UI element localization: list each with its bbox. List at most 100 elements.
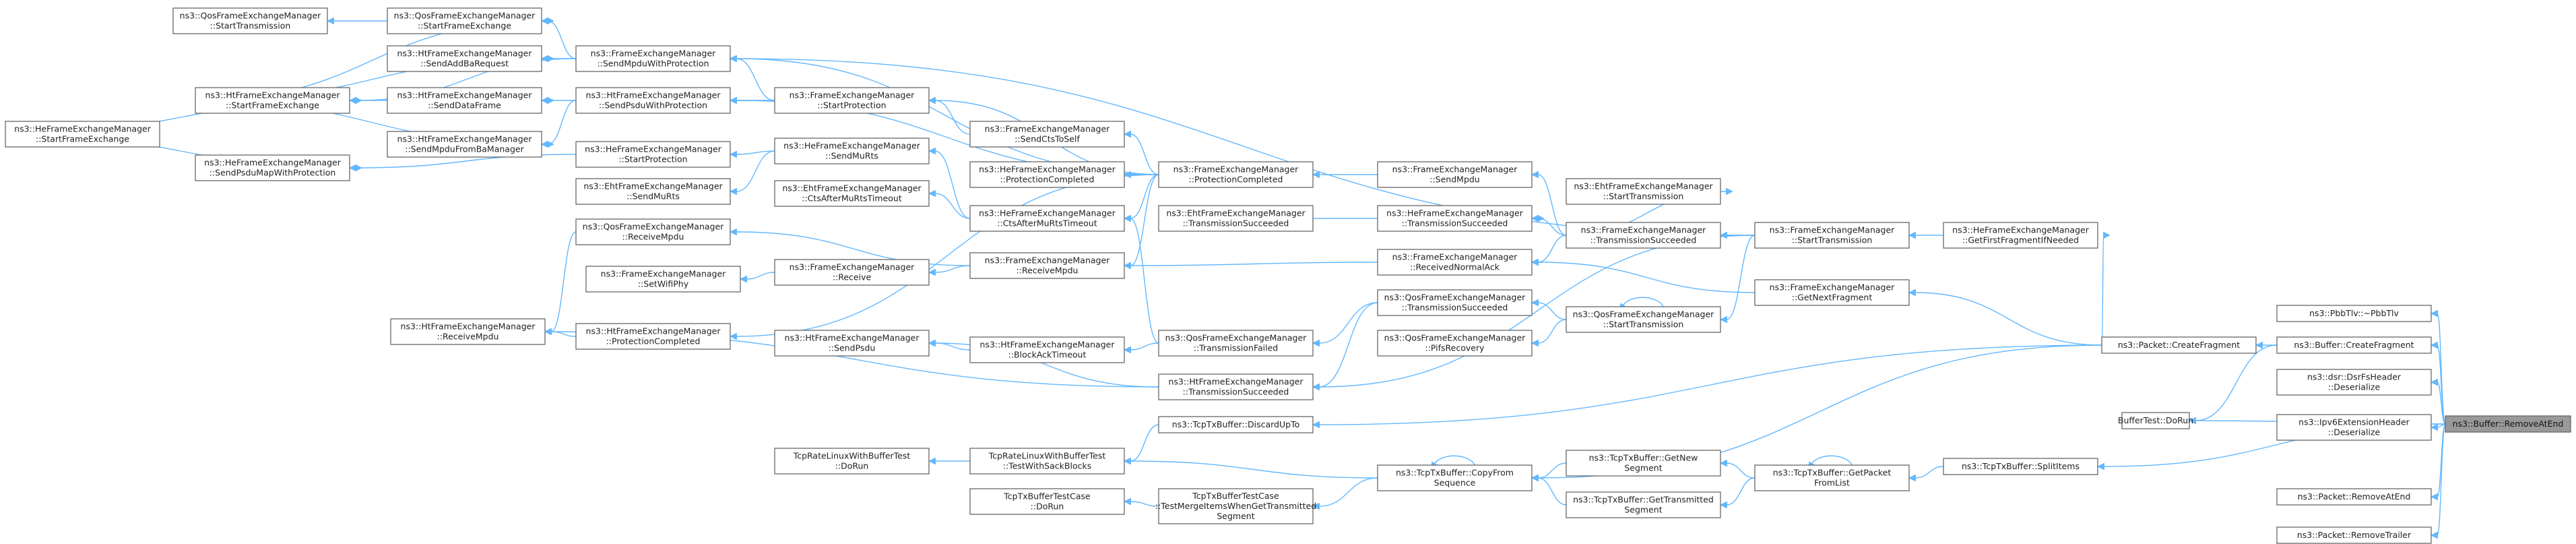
node-label-line: ns3::EhtFrameExchangeManager xyxy=(782,183,922,193)
node-qosframeexchangemanager-startframeexchange[interactable]: ns3::QosFrameExchangeManager::StartFrame… xyxy=(387,7,542,34)
node-box xyxy=(2276,336,2432,354)
node-pbbtlv-pbbtlv[interactable]: ns3::PbbTlv::~PbbTlv xyxy=(2276,305,2432,322)
node-htframeexchangemanager-blockacktimeout[interactable]: ns3::HtFrameExchangeManager::BlockAckTim… xyxy=(969,336,1125,363)
node-frameexchangemanager-receivednormalack[interactable]: ns3::FrameExchangeManager::ReceivedNorma… xyxy=(1377,249,1533,276)
node-qosframeexchangemanager-receivempdu[interactable]: ns3::QosFrameExchangeManager::ReceiveMpd… xyxy=(575,218,731,245)
node-frameexchangemanager-sendmpduwithprotection[interactable]: ns3::FrameExchangeManager::SendMpduWithP… xyxy=(575,45,731,72)
call-edge xyxy=(2437,313,2446,425)
node-label-line: ::SendMuRts xyxy=(825,151,878,161)
node-ipv6extensionheader-deserialize[interactable]: ns3::Ipv6ExtensionHeader::Deserialize xyxy=(2276,414,2432,441)
node-qosframeexchangemanager-transmissionsucceeded[interactable]: ns3::QosFrameExchangeManager::Transmissi… xyxy=(1377,289,1533,316)
node-heframeexchangemanager-sendpsdumapwithprotection[interactable]: ns3::HeFrameExchangeManager::SendPsduMap… xyxy=(195,154,350,181)
node-qosframeexchangemanager-starttransmission[interactable]: ns3::QosFrameExchangeManager::StartTrans… xyxy=(1566,306,1721,333)
call-edge xyxy=(1130,218,1159,344)
node-tcpratelinuxwithbuffertest-testwithsackblocks[interactable]: TcpRateLinuxWithBufferTest::TestWithSack… xyxy=(969,448,1125,475)
node-tcptxbuffertestcase-dorun[interactable]: TcpTxBufferTestCase::DoRun xyxy=(969,488,1125,515)
node-htframeexchangemanager-transmissionsucceeded[interactable]: ns3::HtFrameExchangeManager::Transmissio… xyxy=(1158,373,1314,400)
node-ehtframeexchangemanager-starttransmission[interactable]: ns3::EhtFrameExchangeManager::StartTrans… xyxy=(1566,178,1721,205)
node-label-line: FromList xyxy=(1814,478,1850,488)
node-label-line: ns3::FrameExchangeManager xyxy=(1770,282,1895,293)
node-ehtframeexchangemanager-sendmurts[interactable]: ns3::EhtFrameExchangeManager::SendMuRts xyxy=(575,178,731,205)
node-box xyxy=(172,7,328,34)
node-label-line: ::ProtectionCompleted xyxy=(606,336,701,346)
node-ehtframeexchangemanager-transmissionsucceeded[interactable]: ns3::EhtFrameExchangeManager::Transmissi… xyxy=(1158,205,1314,232)
node-label-line: ns3::QosFrameExchangeManager xyxy=(1573,309,1714,320)
node-box xyxy=(774,138,930,164)
node-frameexchangemanager-sendctstoself[interactable]: ns3::FrameExchangeManager::SendCtsToSelf xyxy=(969,121,1125,148)
node-box xyxy=(2276,526,2432,544)
node-frameexchangemanager-setwifiphy[interactable]: ns3::FrameExchangeManager::SetWifiPhy xyxy=(585,266,741,293)
node-ehtframeexchangemanager-ctsaftermurtstimeout[interactable]: ns3::EhtFrameExchangeManager::CtsAfterMu… xyxy=(774,180,930,207)
node-dsr-dsrfsheader-deserialize[interactable]: ns3::dsr::DsrFsHeader::Deserialize xyxy=(2276,369,2432,396)
node-box xyxy=(1158,205,1314,232)
node-box xyxy=(774,87,930,114)
node-tcptxbuffertestcase-testmergeitemswhengettransmitted-segment[interactable]: TcpTxBufferTestCase::TestMergeItemsWhenG… xyxy=(1155,488,1316,524)
node-htframeexchangemanager-sendpsdu[interactable]: ns3::HtFrameExchangeManager::SendPsdu xyxy=(774,330,930,357)
node-label-line: ns3::QosFrameExchangeManager xyxy=(583,222,724,232)
node-tcptxbuffer-splititems[interactable]: ns3::TcpTxBuffer::SplitItems xyxy=(1943,458,2098,475)
node-qosframeexchangemanager-pifsrecovery[interactable]: ns3::QosFrameExchangeManager::PifsRecove… xyxy=(1377,330,1533,357)
call-edge xyxy=(1915,293,2102,346)
node-htframeexchangemanager-sendpsduwithprotection[interactable]: ns3::HtFrameExchangeManager::SendPsduWit… xyxy=(575,87,731,114)
call-edge xyxy=(1319,302,1378,387)
node-label-line: ns3::QosFrameExchangeManager xyxy=(180,11,321,21)
call-edge xyxy=(1812,455,1853,465)
node-label-line: ::StartTransmission xyxy=(210,21,291,31)
call-edge xyxy=(1130,174,1159,266)
node-heframeexchangemanager-startprotection[interactable]: ns3::HeFrameExchangeManager::StartProtec… xyxy=(575,141,731,168)
node-qosframeexchangemanager-transmissionfailed[interactable]: ns3::QosFrameExchangeManager::Transmissi… xyxy=(1158,330,1314,357)
node-tcptxbuffer-discardupto[interactable]: ns3::TcpTxBuffer::DiscardUpTo xyxy=(1158,416,1314,433)
node-htframeexchangemanager-sendmpdufrombamanager[interactable]: ns3::HtFrameExchangeManager::SendMpduFro… xyxy=(387,131,542,158)
call-edge xyxy=(1727,463,1756,479)
node-htframeexchangemanager-sendaddbarequest[interactable]: ns3::HtFrameExchangeManager::SendAddBaRe… xyxy=(387,45,542,72)
node-box xyxy=(575,45,731,72)
node-box xyxy=(1943,458,2098,475)
node-heframeexchangemanager-getfirstfragmentifneeded[interactable]: ns3::HeFrameExchangeManager::GetFirstFra… xyxy=(1943,222,2098,249)
node-box xyxy=(969,336,1125,363)
node-qosframeexchangemanager-starttransmission[interactable]: ns3::QosFrameExchangeManager::StartTrans… xyxy=(172,7,328,34)
call-edge xyxy=(1319,302,1378,343)
node-heframeexchangemanager-startframeexchange[interactable]: ns3::HeFrameExchangeManager::StartFrameE… xyxy=(5,121,160,148)
node-frameexchangemanager-getnextfragment[interactable]: ns3::FrameExchangeManager::GetNextFragme… xyxy=(1754,279,1910,306)
node-buffertest-dorun[interactable]: BufferTest::DoRun xyxy=(2118,412,2193,429)
node-heframeexchangemanager-protectioncompleted[interactable]: ns3::HeFrameExchangeManager::ProtectionC… xyxy=(969,161,1125,188)
node-htframeexchangemanager-startframeexchange[interactable]: ns3::HtFrameExchangeManager::StartFrameE… xyxy=(195,87,350,114)
node-label-line: ::SendPsduMapWithProtection xyxy=(210,168,336,178)
node-frameexchangemanager-protectioncompleted[interactable]: ns3::FrameExchangeManager::ProtectionCom… xyxy=(1158,161,1314,188)
node-frameexchangemanager-receivempdu[interactable]: ns3::FrameExchangeManager::ReceiveMpdu xyxy=(969,252,1125,279)
node-frameexchangemanager-starttransmission[interactable]: ns3::FrameExchangeManager::StartTransmis… xyxy=(1754,222,1910,249)
node-htframeexchangemanager-receivempdu[interactable]: ns3::HtFrameExchangeManager::ReceiveMpdu xyxy=(390,318,546,345)
node-frameexchangemanager-transmissionsucceeded[interactable]: ns3::FrameExchangeManager::TransmissionS… xyxy=(1566,222,1721,249)
node-buffer-createfragment[interactable]: ns3::Buffer::CreateFragment xyxy=(2276,336,2432,354)
node-buffer-removeatend[interactable]: ns3::Buffer::RemoveAtEnd xyxy=(2445,415,2571,433)
node-heframeexchangemanager-ctsaftermurtstimeout[interactable]: ns3::HeFrameExchangeManager::CtsAfterMuR… xyxy=(969,205,1125,232)
node-htframeexchangemanager-senddataframe[interactable]: ns3::HtFrameExchangeManager::SendDataFra… xyxy=(387,87,542,114)
node-htframeexchangemanager-protectioncompleted[interactable]: ns3::HtFrameExchangeManager::ProtectionC… xyxy=(575,323,731,350)
node-packet-removetrailer[interactable]: ns3::Packet::RemoveTrailer xyxy=(2276,526,2432,544)
node-box xyxy=(2276,488,2432,506)
node-heframeexchangemanager-transmissionsucceeded[interactable]: ns3::HeFrameExchangeManager::Transmissio… xyxy=(1377,205,1533,232)
node-box xyxy=(195,154,350,181)
node-heframeexchangemanager-sendmurts[interactable]: ns3::HeFrameExchangeManager::SendMuRts xyxy=(774,138,930,164)
node-frameexchangemanager-sendmpdu[interactable]: ns3::FrameExchangeManager::SendMpdu xyxy=(1377,161,1533,188)
node-frameexchangemanager-startprotection[interactable]: ns3::FrameExchangeManager::StartProtecti… xyxy=(774,87,930,114)
node-box xyxy=(387,45,542,72)
node-label-line: ns3::QosFrameExchangeManager xyxy=(1384,293,1526,303)
node-frameexchangemanager-receive[interactable]: ns3::FrameExchangeManager::Receive xyxy=(774,259,930,286)
node-box xyxy=(1754,222,1910,249)
node-label-line: ::CtsAfterMuRtsTimeout xyxy=(802,193,902,204)
nodes-layer: ns3::QosFrameExchangeManager::StartTrans… xyxy=(5,7,2571,544)
node-label-line: ::ProtectionCompleted xyxy=(1189,175,1283,185)
call-edge xyxy=(935,151,971,219)
node-label-line: ::TransmissionSucceeded xyxy=(1402,303,1508,313)
node-tcpratelinuxwithbuffertest-dorun[interactable]: TcpRateLinuxWithBufferTest::DoRun xyxy=(774,448,930,475)
node-box xyxy=(2276,305,2432,322)
node-box xyxy=(1754,279,1910,306)
node-label-line: TcpRateLinuxWithBufferTest xyxy=(988,451,1106,461)
node-packet-removeatend[interactable]: ns3::Packet::RemoveAtEnd xyxy=(2276,488,2432,506)
node-packet-createfragment[interactable]: ns3::Packet::CreateFragment xyxy=(2101,336,2257,354)
